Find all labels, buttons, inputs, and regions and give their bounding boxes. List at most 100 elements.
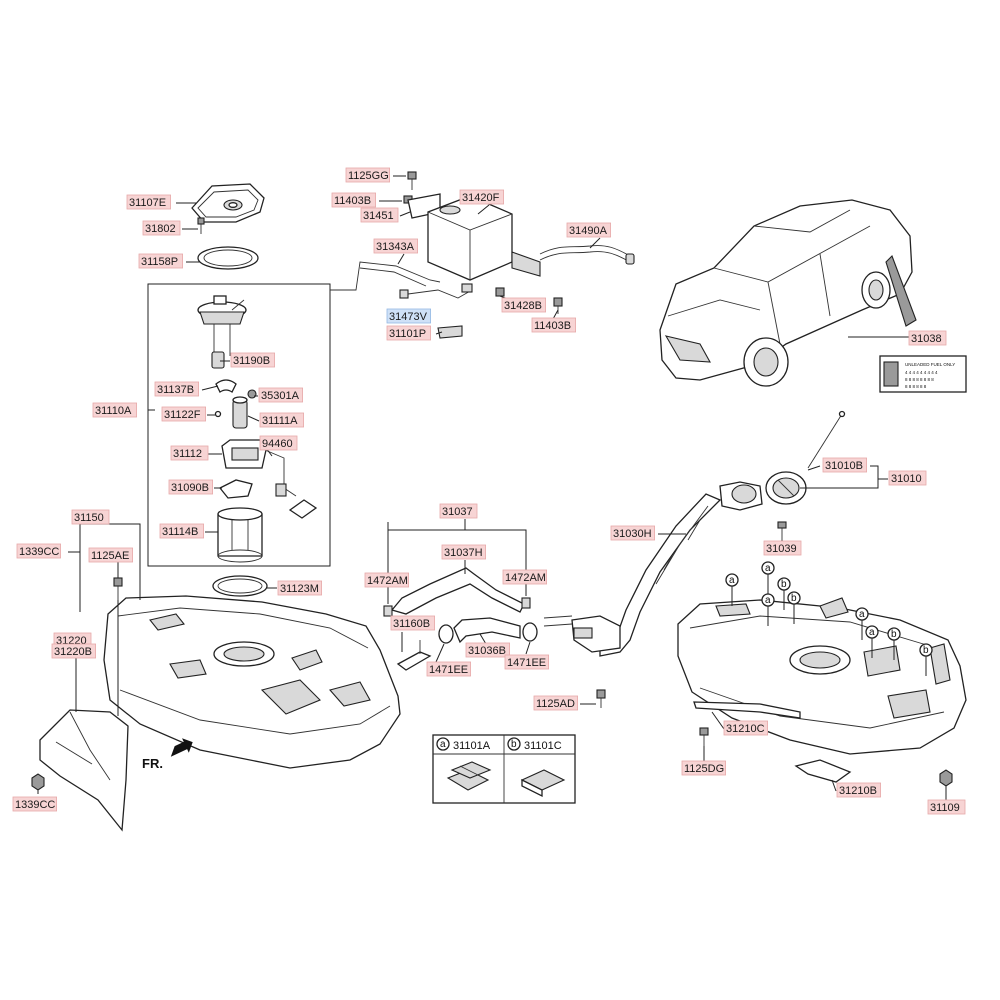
part-label-box <box>459 189 504 205</box>
part-number: 31090B <box>171 482 209 494</box>
part-label-31110a: 31110A <box>92 402 137 418</box>
part-label-box <box>51 643 96 659</box>
part-label-box <box>465 642 510 658</box>
part-number: 31150 <box>74 512 104 524</box>
part-number: 31137B <box>157 384 194 396</box>
part-label-box <box>331 192 376 208</box>
part-label-1471ee: 1471EE <box>504 654 549 670</box>
part-label-box <box>566 222 611 238</box>
part-number: 31490A <box>569 225 608 237</box>
part-label-box <box>531 317 576 333</box>
part-label-31037h: 31037H <box>441 544 486 560</box>
part-label-31802: 31802 <box>142 220 181 236</box>
tank-bracket <box>794 759 852 783</box>
part-label-31137b: 31137B <box>154 381 199 397</box>
part-number: 31343A <box>376 241 415 253</box>
fuel-filler-neck <box>543 481 763 657</box>
callout-circle <box>887 627 901 641</box>
part-number: 31030H <box>613 528 652 540</box>
part-label-box <box>723 720 768 736</box>
part-label-box <box>161 406 206 422</box>
legend-box: a 31101A b 31101C <box>432 734 576 804</box>
part-label-1125dg: 1125DG <box>681 760 726 776</box>
callout-circle <box>761 561 775 575</box>
legend-a-pad-illustration <box>446 761 492 791</box>
part-label-box <box>258 387 303 403</box>
callout-circle <box>761 593 775 607</box>
part-number: 31190B <box>233 355 270 367</box>
part-number: 1472AM <box>505 572 546 584</box>
part-label-31111a: 31111A <box>259 412 304 428</box>
canister-vent-hose <box>539 245 635 265</box>
part-label-31190b: 31190B <box>230 352 275 368</box>
part-number: 1471EE <box>429 664 468 676</box>
part-label-box <box>681 760 726 776</box>
part-number: 31220B <box>54 646 92 658</box>
part-label-35301a: 35301A <box>258 387 303 403</box>
filler-cap-tether <box>807 410 846 469</box>
callout-letter: b <box>781 579 787 590</box>
part-label-31039: 31039 <box>763 540 802 556</box>
part-number: 31451 <box>363 210 394 222</box>
part-label-box <box>439 503 478 519</box>
pressure-regulator-icon <box>247 389 257 399</box>
callout-circle <box>725 573 739 587</box>
front-direction-label: FR. <box>142 756 163 771</box>
part-label-31010: 31010 <box>888 470 927 486</box>
part-label-31210c: 31210C <box>723 720 768 736</box>
part-number: 1125DG <box>684 763 724 775</box>
part-label-11403b: 11403B <box>531 317 576 333</box>
legend-a-part: 31101A <box>453 740 491 752</box>
part-number: 31010 <box>891 473 922 485</box>
part-label-box <box>345 167 390 183</box>
part-number: 1125AD <box>536 698 575 710</box>
part-label-box <box>836 782 881 798</box>
callout-letter: b <box>791 593 797 604</box>
callout-circle <box>919 643 933 657</box>
callout-circle <box>787 591 801 605</box>
pump-flange <box>197 295 247 325</box>
vapor-hose <box>330 261 473 299</box>
part-number: 31114B <box>162 526 198 538</box>
decal-line-1: UNLEADED FUEL ONLY <box>905 362 955 367</box>
part-label-1339cc: 1339CC <box>12 796 57 812</box>
callout-letter: a <box>859 609 865 620</box>
filler-neck-bolt-icon <box>777 521 787 540</box>
part-label-box <box>908 330 947 346</box>
part-label-box <box>126 194 171 210</box>
reservoir-seal-ring <box>212 575 268 597</box>
charcoal-canister <box>427 195 541 281</box>
part-number: 31122F <box>164 409 201 421</box>
part-number: 11403B <box>534 320 571 332</box>
part-label-box <box>502 569 547 585</box>
part-label-box <box>88 547 133 563</box>
front-direction-arrow: FR. <box>142 738 193 771</box>
part-label-box <box>501 297 546 313</box>
legend-a-letter: a <box>440 739 446 750</box>
filler-mount-bolt-icon <box>596 689 606 708</box>
pump-reservoir <box>217 507 263 563</box>
part-label-box <box>822 457 867 473</box>
fuel-pump-motor <box>232 396 248 429</box>
legend-b-part: 31101C <box>524 740 562 752</box>
part-number: 1472AM <box>367 575 408 587</box>
part-label-31109: 31109 <box>927 799 966 815</box>
part-label-31112: 31112 <box>170 445 209 461</box>
part-label-31343a: 31343A <box>373 238 418 254</box>
pump-assembly-bracket <box>147 283 331 567</box>
part-label-1125ad: 1125AD <box>533 695 578 711</box>
part-label-31210b: 31210B <box>836 782 881 798</box>
part-number: 31160B <box>393 618 430 630</box>
part-label-31030h: 31030H <box>610 525 655 541</box>
fuel-filler-cap <box>765 471 807 505</box>
part-label-31420f: 31420F <box>459 189 504 205</box>
fuel-tank-left <box>103 595 401 769</box>
fuel-line-bracket <box>396 640 432 671</box>
tank-mount-bolt-icon <box>113 577 123 600</box>
part-label-31010b: 31010B <box>822 457 867 473</box>
part-label-31158p: 31158P <box>138 253 183 269</box>
part-label-1472am: 1472AM <box>502 569 547 585</box>
part-label-box <box>16 543 61 559</box>
